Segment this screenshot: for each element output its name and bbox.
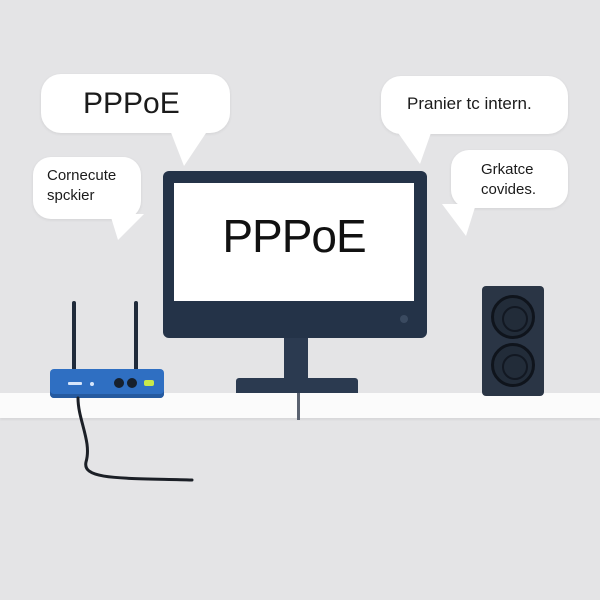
speech-bubble-top-right-tail [396,130,432,164]
speech-bubble-top-left: PPPoE [41,74,230,133]
speech-bubble-top-left-text: PPPoE [83,87,180,120]
router-port-indicator [68,382,82,385]
router-button-right [127,378,137,388]
speech-bubble-top-left-tail [170,130,208,166]
speaker-driver-bottom [491,343,535,387]
monitor-power-button [400,315,408,323]
speech-bubble-top-right: Pranier tc intern. [381,76,568,134]
speech-bubble-mid-left-text: Cornecute spckier [47,167,117,204]
monitor-stand-neck [284,338,308,380]
speech-bubble-mid-left-tail [110,214,144,240]
speaker-driver-top [491,295,535,339]
monitor-stand-base [236,378,358,393]
router-power-light [144,380,154,386]
router-antenna-right [134,301,138,371]
wifi-router-icon [50,369,164,398]
speech-bubble-top-right-text: Pranier tc intern. [407,94,532,113]
speech-bubble-mid-right: Grkatce covides. [451,150,568,208]
router-status-light [90,382,94,386]
speech-bubble-mid-left: Cornecute spckier [33,157,141,219]
monitor-cable [297,393,300,420]
monitor-screen-text: PPPoE [222,210,366,262]
speech-bubble-mid-right-tail [442,204,476,236]
speaker-icon [482,286,544,396]
speech-bubble-mid-right-text: Grkatce covides. [481,161,537,198]
router-antenna-left [72,301,76,371]
monitor-screen: PPPoE [174,183,414,301]
router-button-left [114,378,124,388]
